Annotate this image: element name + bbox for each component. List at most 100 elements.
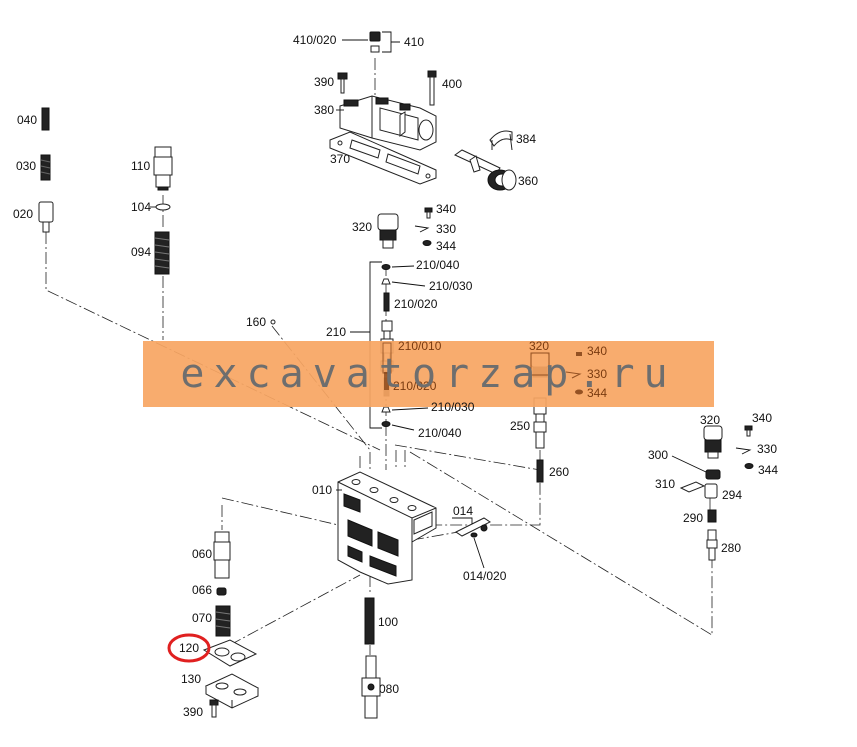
callout-344-right: 344 — [758, 463, 778, 477]
ring-300-icon — [705, 469, 721, 480]
callout-210-020-top: 210/020 — [394, 297, 438, 311]
callout-330-wm: 330 — [587, 367, 607, 381]
callout-360: 360 — [518, 174, 538, 188]
left-column-parts: 040 030 020 — [13, 107, 54, 233]
callout-320-mid: 320 — [352, 220, 372, 234]
screw-340-right-icon — [744, 425, 753, 437]
screw-390-top-icon — [337, 72, 348, 94]
solenoid-housing-380-icon — [339, 95, 437, 151]
cone-210-030-top-icon — [381, 278, 391, 285]
callout-110: 110 — [131, 159, 150, 173]
highlight-circle-120 — [167, 633, 211, 663]
valve-060-group: 060 066 070 120 130 390 — [167, 531, 260, 719]
callout-210-020-bot: 210/020 — [393, 379, 437, 393]
solenoid-housing-group: 410/020 410 390 400 380 — [293, 31, 538, 191]
callout-100: 100 — [378, 615, 398, 629]
screw-390-bot-icon — [209, 699, 219, 718]
callout-066: 066 — [192, 583, 212, 597]
screw-340-mid-icon — [424, 207, 433, 219]
callout-344-mid: 344 — [436, 239, 456, 253]
callout-290: 290 — [683, 511, 703, 525]
callout-104: 104 — [131, 200, 151, 214]
watermark-band — [143, 341, 714, 407]
callout-330-right: 330 — [757, 442, 777, 456]
callout-300: 300 — [648, 448, 668, 462]
callout-080: 080 — [379, 682, 399, 696]
sleeve-294-icon — [704, 483, 718, 499]
piston-080-icon — [361, 655, 381, 719]
callout-210: 210 — [326, 325, 346, 339]
seal-344-mid-icon — [422, 240, 432, 246]
spring-094-icon — [154, 231, 170, 275]
cone-210-030-bot-icon — [381, 406, 391, 413]
callout-260: 260 — [549, 465, 569, 479]
valve-110-group: 110 104 094 — [131, 146, 173, 275]
pin-210-020-top-icon — [383, 292, 390, 312]
callout-310: 310 — [655, 477, 675, 491]
ring-066-icon — [216, 587, 227, 596]
callout-130: 130 — [181, 672, 201, 686]
callout-210-010: 210/010 — [398, 339, 442, 353]
seal-014-020-icon — [470, 532, 478, 538]
spool-280-icon — [706, 529, 718, 561]
callout-210-040-top: 210/040 — [416, 258, 460, 272]
solenoid-320-right-icon — [703, 425, 723, 459]
callout-040: 040 — [17, 113, 37, 127]
callout-280: 280 — [721, 541, 741, 555]
callout-340-wm: 340 — [587, 344, 607, 358]
labels-under-watermark: 210/010 210/020 210/030 320 340 330 344 — [382, 339, 607, 414]
callout-390-top: 390 — [314, 75, 334, 89]
clip-330-right-icon — [735, 447, 752, 455]
pin-040-icon — [41, 107, 50, 131]
ring-104-icon — [155, 203, 171, 211]
cap-410-020-icon — [369, 31, 381, 53]
callout-010: 010 — [312, 483, 332, 497]
gasket-370-icon — [329, 131, 437, 185]
callout-410-020: 410/020 — [293, 33, 337, 47]
callout-340-right: 340 — [752, 411, 772, 425]
clip-384-icon — [489, 130, 513, 151]
seal-210-040-bot-icon — [381, 421, 391, 427]
callout-030: 030 — [16, 159, 36, 173]
pin-100-icon — [364, 597, 375, 645]
callout-020: 020 — [13, 207, 33, 221]
callout-390-bot: 390 — [183, 705, 203, 719]
piston-060-icon — [213, 531, 231, 579]
callout-344-wm: 344 — [587, 386, 607, 400]
screw-400-icon — [427, 70, 437, 106]
valve-100-group: 100 080 — [361, 597, 399, 719]
callout-094: 094 — [131, 245, 151, 259]
piston-110-icon — [153, 146, 173, 191]
solenoid-right-group: 320 340 330 344 300 310 294 290 280 — [648, 411, 778, 561]
callout-400: 400 — [442, 77, 462, 91]
callout-370: 370 — [330, 152, 350, 166]
callout-380: 380 — [314, 103, 334, 117]
cover-plate-130-icon — [204, 673, 260, 709]
spring-070-icon — [215, 605, 231, 637]
plate-310-icon — [679, 481, 706, 493]
callout-320-wm: 320 — [529, 339, 549, 353]
callout-210-030-top: 210/030 — [429, 279, 473, 293]
callout-210-030-bot: 210/030 — [431, 400, 475, 414]
callout-060: 060 — [192, 547, 212, 561]
callout-294: 294 — [722, 488, 742, 502]
spring-290-icon — [707, 509, 717, 523]
clip-330-mid-icon — [414, 225, 430, 233]
valve-body-010-icon — [337, 471, 437, 585]
callout-320-right: 320 — [700, 413, 720, 427]
callout-014-020: 014/020 — [463, 569, 507, 583]
callout-384: 384 — [516, 132, 536, 146]
callout-340-mid: 340 — [436, 202, 456, 216]
wiring-harness-360-icon — [454, 149, 517, 191]
callout-014: 014 — [453, 504, 473, 518]
seal-344-right-icon — [744, 463, 754, 469]
callout-330-mid: 330 — [436, 222, 456, 236]
spring-030-icon — [40, 154, 51, 181]
callout-210-040-bot: 210/040 — [418, 426, 462, 440]
plate-014-icon — [455, 517, 491, 538]
piston-020-icon — [38, 201, 54, 233]
callout-070: 070 — [192, 611, 212, 625]
callout-120: 120 — [179, 641, 199, 655]
callout-250: 250 — [510, 419, 530, 433]
